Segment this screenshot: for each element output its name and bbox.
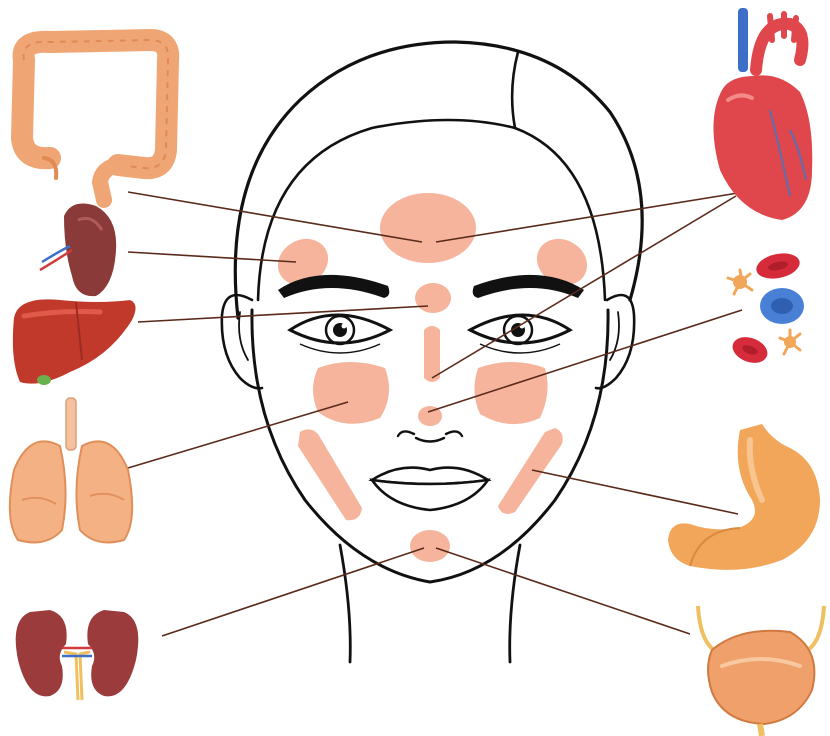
neck-right	[510, 545, 520, 662]
nose-bridge-zone	[424, 326, 440, 382]
stomach-icon	[668, 424, 820, 570]
lungs-icon	[10, 398, 132, 542]
neck-left	[340, 545, 350, 662]
connector-liver	[138, 306, 428, 322]
left-ear-inner	[239, 312, 248, 360]
right-lower-lash	[480, 344, 560, 353]
liver-icon	[13, 299, 136, 385]
nose	[398, 431, 462, 441]
forehead-zone	[380, 193, 476, 263]
left-cheek-zone	[313, 362, 389, 424]
bladder-icon	[698, 606, 824, 736]
between-brows-zone	[415, 283, 451, 313]
left-jaw-zone	[298, 429, 362, 520]
left-eye-glint	[342, 324, 347, 329]
blood-cells-icon	[728, 250, 804, 368]
large-intestine-icon	[22, 40, 168, 200]
connector-bladder	[436, 548, 690, 634]
lower-lip	[372, 480, 488, 510]
spleen-icon	[40, 204, 116, 297]
left-lower-lash	[300, 344, 380, 353]
connector-spleen	[128, 252, 296, 262]
connector-kidneys	[162, 548, 424, 636]
kidneys-icon	[16, 610, 139, 700]
heart-icon	[713, 8, 812, 220]
connector-blood	[428, 310, 742, 412]
connector-intestine	[128, 192, 422, 242]
right-ear	[596, 295, 634, 388]
hair-part	[512, 52, 518, 128]
connector-stomach	[532, 470, 738, 514]
chin-zone	[410, 530, 450, 562]
